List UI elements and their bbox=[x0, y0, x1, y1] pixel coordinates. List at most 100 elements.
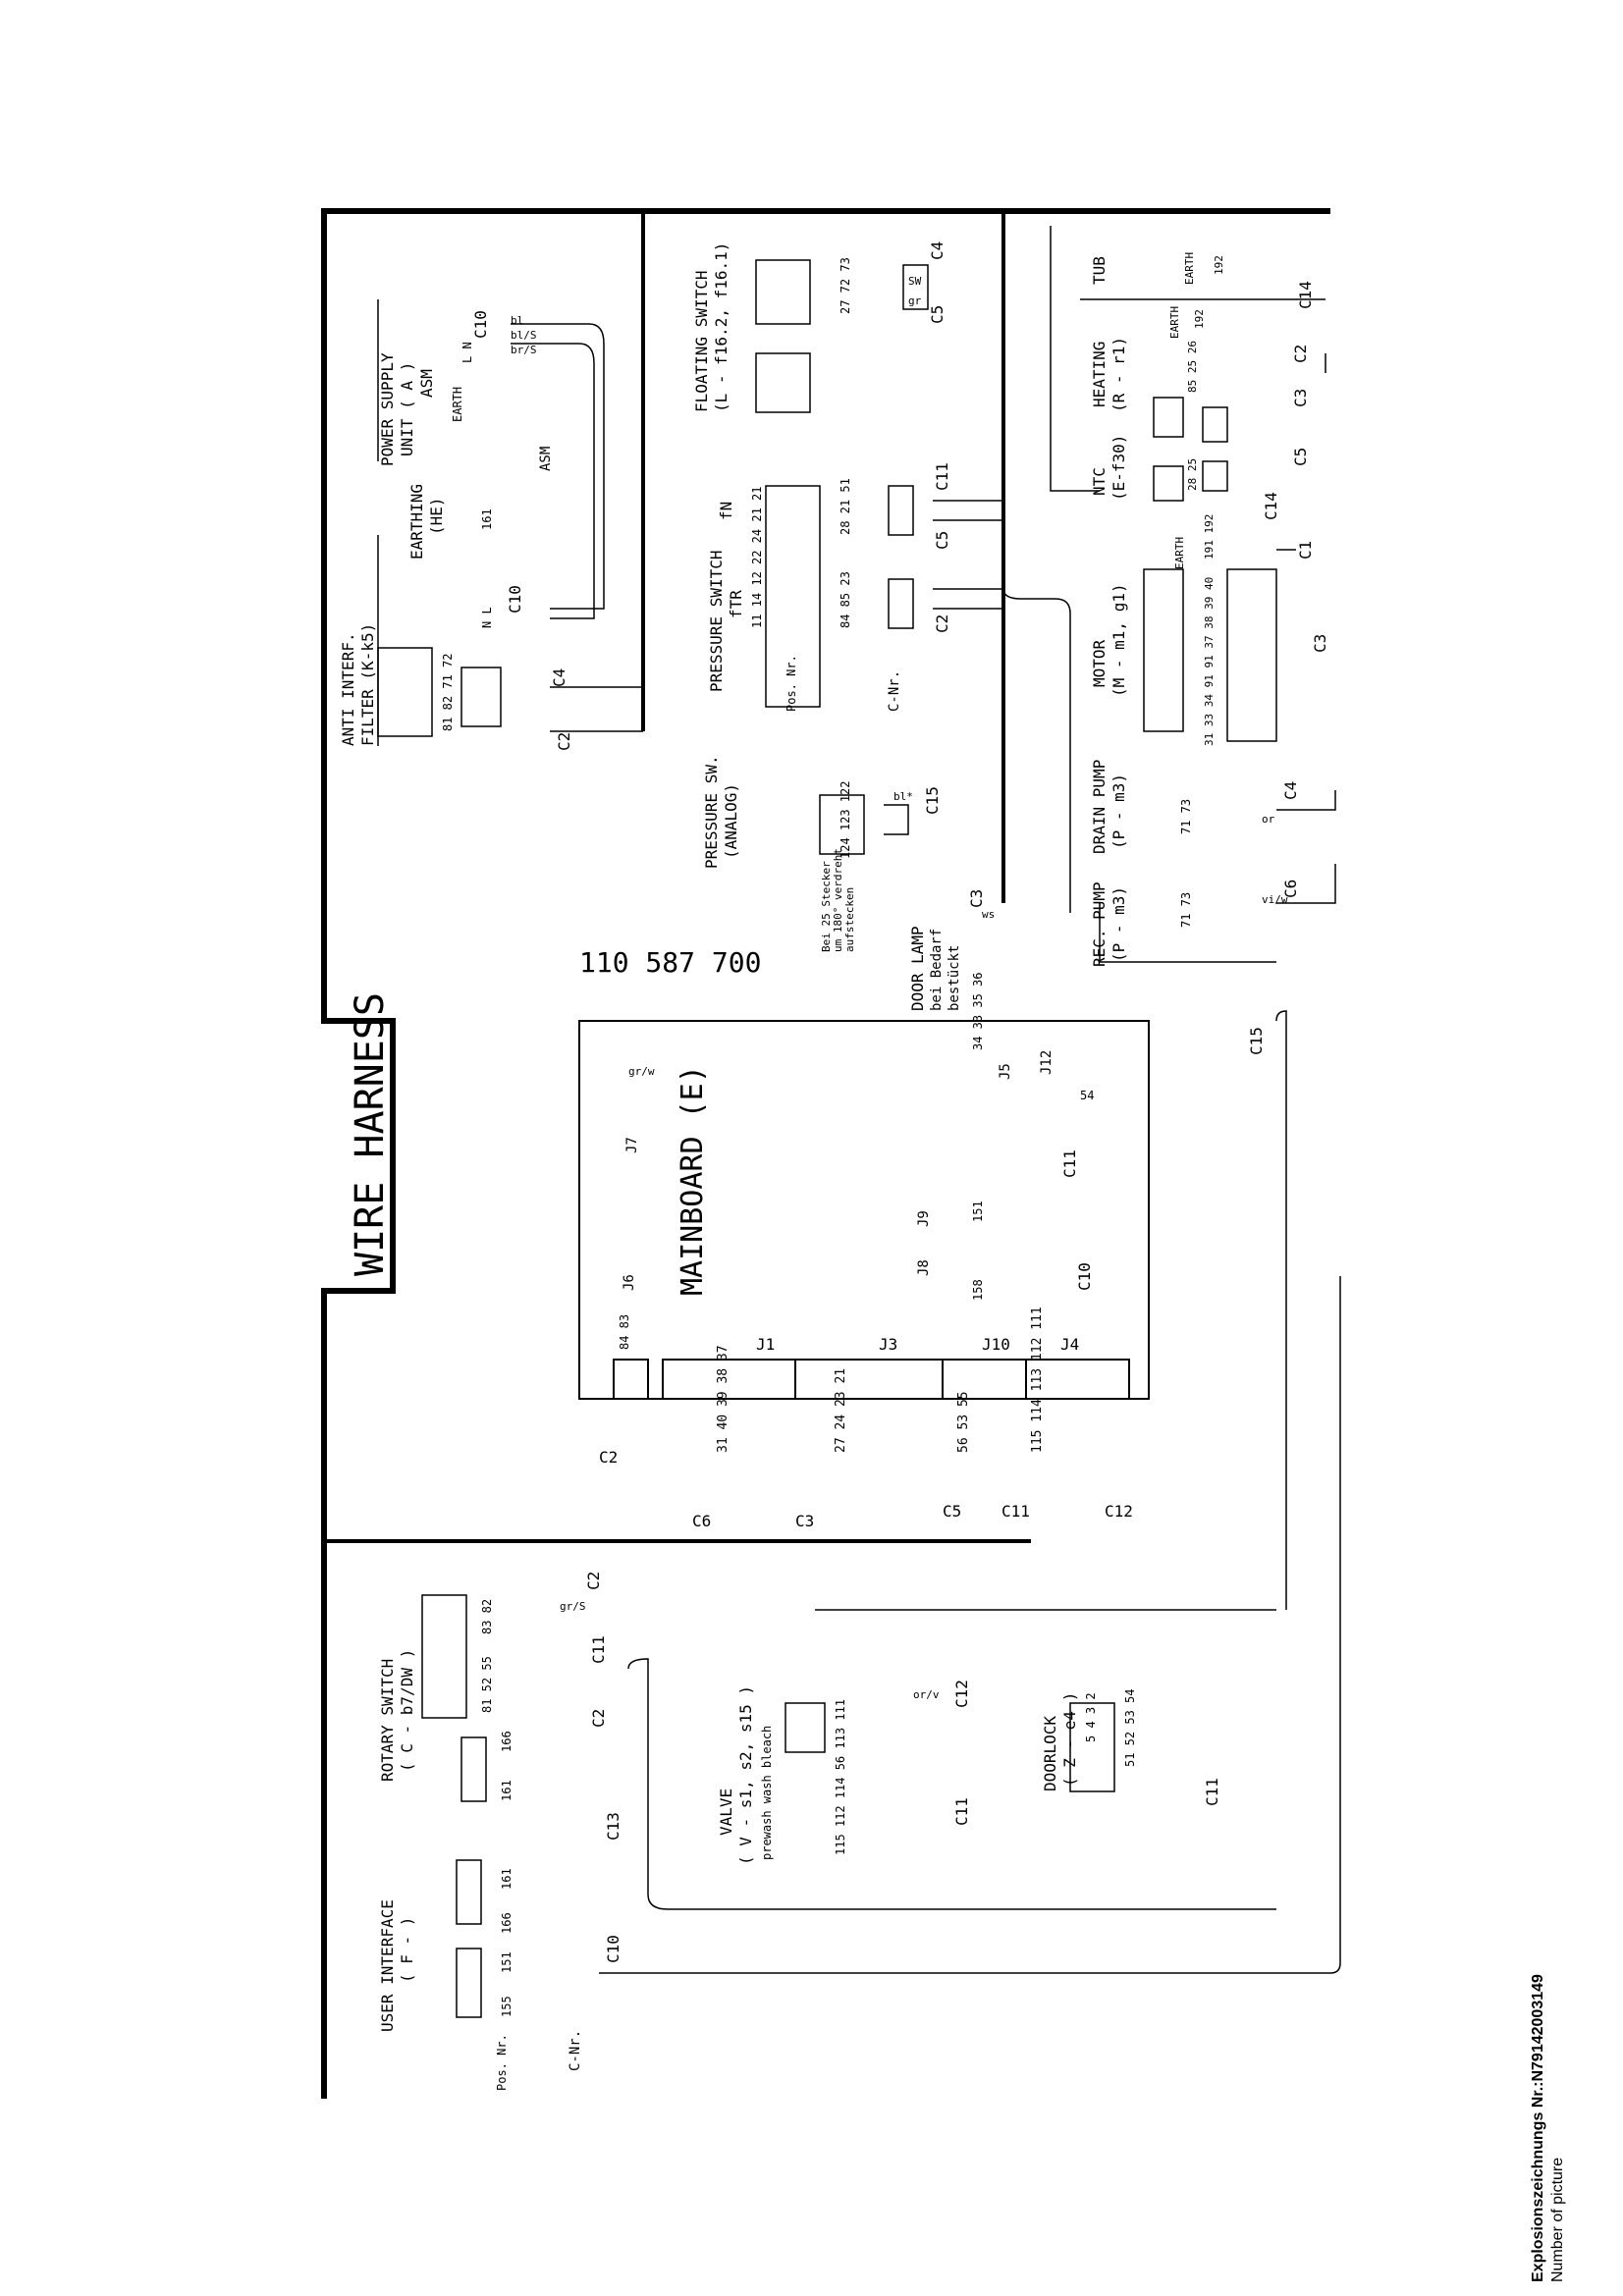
wire-color-tags: or bl/S br/S gr/S SW bl* vi/w gr or/v ws… bbox=[511, 275, 1288, 1701]
cable-label-c4-float: C4 bbox=[928, 241, 947, 260]
j10-pin-labels: 56 53 55 bbox=[956, 1391, 971, 1453]
cable-label-c2-main: C2 bbox=[599, 1448, 618, 1467]
floating-switch-name: FLOATING SWITCH bbox=[692, 271, 711, 413]
pressure-switch-fn: fN bbox=[717, 502, 735, 520]
door-lamp-name: DOOR LAMP bbox=[908, 926, 927, 1011]
heating-pins: 85 25 26 bbox=[1186, 341, 1199, 393]
cable-label-c14-tub: C14 bbox=[1296, 281, 1315, 309]
door-lamp-sub1: bei Bedarf bbox=[929, 929, 945, 1011]
cable-label-c13: C13 bbox=[604, 1812, 622, 1841]
anti-interf-pins: 81 82 71 72 bbox=[441, 654, 455, 731]
wire-color-gr-w: gr/w bbox=[628, 1065, 655, 1078]
earthing-pos: 161 bbox=[480, 508, 494, 530]
anti-interf-name: ANTI INTERF. bbox=[339, 632, 357, 746]
cable-label-c10-top: C10 bbox=[471, 310, 490, 339]
ntc-pins: 28 25 bbox=[1186, 458, 1199, 491]
power-supply-ln: L N bbox=[460, 342, 474, 363]
connector-j8: J8 bbox=[916, 1259, 932, 1276]
cable-label-c5-ntc: C5 bbox=[1291, 448, 1310, 466]
user-interface-pins-c: 151 bbox=[500, 1951, 514, 1973]
motor-pins: 31 33 34 91 91 37 38 39 40 bbox=[1203, 577, 1216, 746]
anti-interf-nl: N L bbox=[480, 607, 494, 628]
cable-label-c6-rec: C6 bbox=[1281, 880, 1300, 898]
cable-label-c11-valve: C11 bbox=[952, 1797, 971, 1826]
wire-color-bl-s: bl/S bbox=[511, 329, 537, 342]
doorlock-code: ( Z - e4 ) bbox=[1060, 1692, 1079, 1787]
pressure-sw-note3: aufstecken bbox=[843, 887, 856, 952]
pressure-sw-note1: Bei 25 Stecker bbox=[820, 861, 833, 952]
pressure-switch-ftr: fTR bbox=[727, 590, 745, 618]
connector-j3: J3 bbox=[879, 1335, 897, 1354]
motor-code: (M - m1, g1) bbox=[1109, 583, 1128, 697]
pressure-switch-pins-c: 84 85 23 bbox=[839, 571, 852, 628]
valve-code: ( V - s1, s2, s15 ) bbox=[736, 1685, 755, 1865]
connector-j5: J5 bbox=[998, 1063, 1013, 1080]
cable-label-layer: C10 C10 C4 C2 C4 C5 C11 C5 C2 C15 C3 C14… bbox=[471, 241, 1329, 1963]
tub-pos: 192 bbox=[1213, 255, 1225, 275]
mainboard-connector-row bbox=[613, 1359, 1130, 1400]
motor-earth: EARTH bbox=[1173, 537, 1186, 569]
wire-color-ws: ws bbox=[982, 908, 995, 921]
heating-name: HEATING bbox=[1090, 342, 1109, 407]
wire-color-vi-w: vi/w bbox=[1262, 893, 1288, 906]
rotary-switch-pins-d: 161 bbox=[500, 1780, 514, 1801]
floating-switch-code: (L - f16.2, f16.1) bbox=[712, 242, 730, 412]
cable-label-c2-rotary-b: C2 bbox=[589, 1709, 608, 1728]
user-interface-pins-a: 161 bbox=[500, 1868, 514, 1890]
valve-pins: 115 112 114 56 113 111 bbox=[834, 1699, 847, 1855]
connector-j4: J4 bbox=[1060, 1335, 1079, 1354]
rotary-switch-code: ( C - b7/DW ) bbox=[398, 1649, 416, 1772]
heating-pos: 192 bbox=[1193, 309, 1206, 329]
wire-color-bl: bl bbox=[511, 314, 523, 327]
cable-label-c11: C11 bbox=[933, 462, 951, 491]
j1-pin-labels: 31 40 39 38 37 bbox=[716, 1345, 730, 1453]
pressure-sw-analog-sub: (ANALOG) bbox=[722, 783, 740, 859]
tub-earth: EARTH bbox=[1183, 252, 1196, 285]
connector-j1: J1 bbox=[756, 1335, 775, 1354]
connector-j7: J7 bbox=[624, 1137, 640, 1153]
rotary-switch-name: ROTARY SWITCH bbox=[378, 1659, 397, 1782]
cable-label-c6-main: C6 bbox=[692, 1512, 711, 1530]
wire-color-or: or bbox=[1262, 813, 1275, 826]
cable-label-c11-door: C11 bbox=[1203, 1778, 1221, 1806]
mainboard-label: MAINBOARD (E) bbox=[676, 1065, 710, 1296]
j9-pin-labels: 151 bbox=[971, 1201, 985, 1222]
heating-earth: EARTH bbox=[1168, 306, 1181, 339]
cable-label-c2-heat: C2 bbox=[1291, 345, 1310, 363]
cable-label-c3-heat: C3 bbox=[1291, 389, 1310, 407]
cable-label-c15-main: C15 bbox=[1247, 1027, 1266, 1055]
doorlock-name: DOORLOCK bbox=[1041, 1716, 1059, 1791]
cable-label-c5-float: C5 bbox=[928, 305, 947, 324]
connector-j9: J9 bbox=[916, 1210, 932, 1227]
drain-pump-code: (P - m3) bbox=[1109, 774, 1128, 849]
earthing-name: EARTHING bbox=[407, 484, 426, 560]
pressure-sw-note2: um 180° verdreht bbox=[832, 848, 844, 952]
wire-color-bl-star: bl* bbox=[893, 790, 913, 803]
rotary-switch-pins-c: 166 bbox=[500, 1731, 514, 1752]
cable-label-c12-valve: C12 bbox=[952, 1680, 971, 1708]
pressure-sw-analog-pins: 124 123 122 bbox=[839, 781, 852, 859]
cable-label-c3-main: C3 bbox=[795, 1512, 814, 1530]
power-supply-asm: ASM bbox=[538, 447, 554, 471]
footer-picture-number: Explosionszeichnungs Nr.:N79142003149 bbox=[1530, 1974, 1546, 2282]
cable-label-c11-rotary: C11 bbox=[589, 1635, 608, 1664]
pressure-switch-pins-bot: 11 14 12 bbox=[750, 571, 764, 628]
user-interface-pins-b: 166 bbox=[500, 1912, 514, 1934]
cable-label-c4-drain: C4 bbox=[1281, 781, 1300, 800]
control-group bbox=[421, 1010, 1341, 2018]
drain-pump-name: DRAIN PUMP bbox=[1090, 760, 1109, 854]
cable-label-c2-rotary: C2 bbox=[584, 1572, 603, 1590]
motor-top: 191 192 bbox=[1203, 514, 1216, 560]
j4-pin-labels: 115 114 113 112 111 bbox=[1030, 1307, 1045, 1453]
pressure-switch-name: PRESSURE SWITCH bbox=[707, 551, 726, 693]
c-nr-label-bottom: C-Nr. bbox=[568, 2030, 583, 2071]
cable-label-c2-left: C2 bbox=[555, 732, 573, 751]
cable-label-c4-left: C4 bbox=[550, 668, 568, 687]
user-interface-name: USER INTERFACE bbox=[378, 1899, 397, 2032]
power-supply-sub2: ASM bbox=[417, 369, 436, 398]
cable-label-c5-press: C5 bbox=[933, 531, 951, 550]
earthing-code: (HE) bbox=[427, 497, 446, 535]
anti-interf-sub: FILTER (K-k5) bbox=[358, 623, 377, 746]
harness-frame bbox=[321, 208, 1330, 2099]
